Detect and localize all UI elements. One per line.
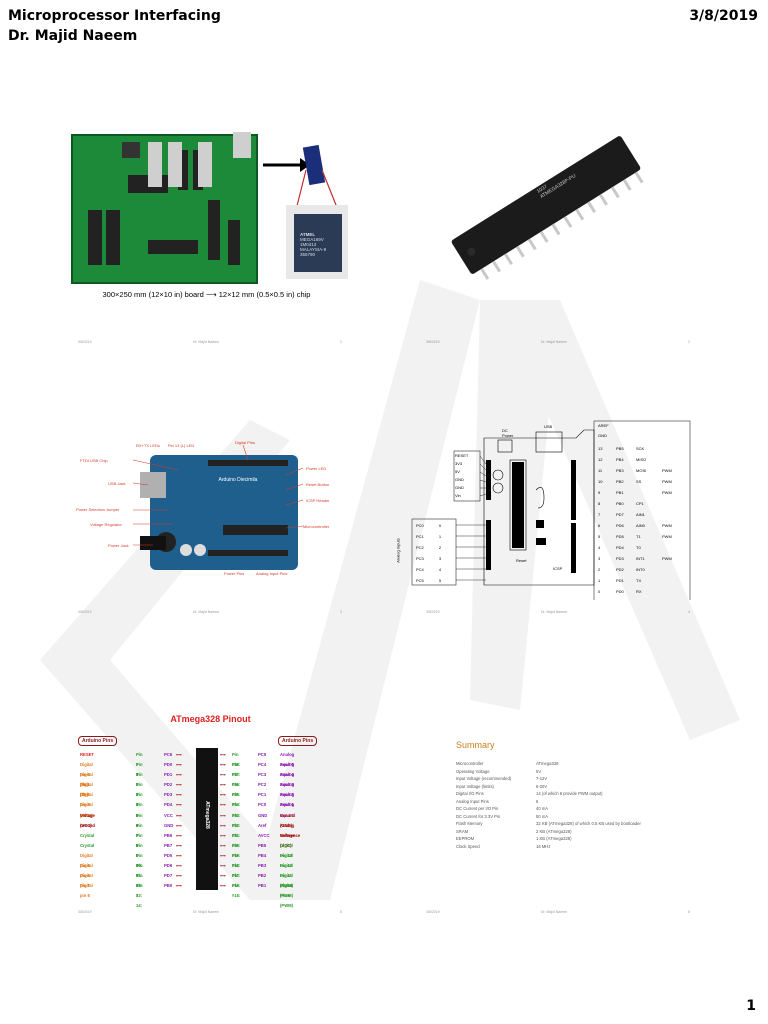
arduino-callout-labels: RX+TX LEDs Pin 13 (L) LED Digital Pins F… [76, 440, 330, 576]
doc-date: 3/8/2019 [689, 8, 758, 24]
page-number: 1 [746, 998, 756, 1014]
slide-5: ATmega328 Pinout Arduino Pins Arduino Pi… [38, 660, 383, 920]
circuit-board-to-chip-figure [71, 132, 348, 284]
slide-3: Arduino Diecimila RX+TX LEDs Pin 13 (L) … [38, 360, 383, 620]
slide-1-caption: 300×250 mm (12×10 in) board ⟶ 12×12 mm (… [102, 290, 311, 299]
arduino-pins-label-right: Arduino Pins [278, 736, 318, 746]
pinout-title: ATmega328 Pinout [170, 714, 251, 724]
atmega328-chip [196, 748, 218, 890]
atmega-dip-chip-photo [451, 136, 644, 280]
summary-row: Input Voltage (recommended)7-12V [456, 776, 548, 782]
atmega328-chip-label: ATmega328 [204, 801, 210, 829]
chip-marking: ATMEL MEGA169V 1M0413 MALAYSIA-8 355790 [300, 232, 327, 257]
doc-author: Dr. Majid Naeem [8, 28, 138, 44]
slide-1: ATMEL MEGA169V 1M0413 MALAYSIA-8 355790 … [38, 90, 383, 350]
doc-title: Microprocessor Interfacing [8, 8, 221, 24]
arduino-pins-label-left: Arduino Pins [78, 736, 118, 746]
arduino-board-diagram [132, 444, 304, 570]
summary-row: Input Voltage (limits)6-20V [456, 783, 548, 789]
arduino-board-label: Arduino Diecimila [218, 477, 258, 483]
summary-title: Summary [456, 740, 495, 750]
